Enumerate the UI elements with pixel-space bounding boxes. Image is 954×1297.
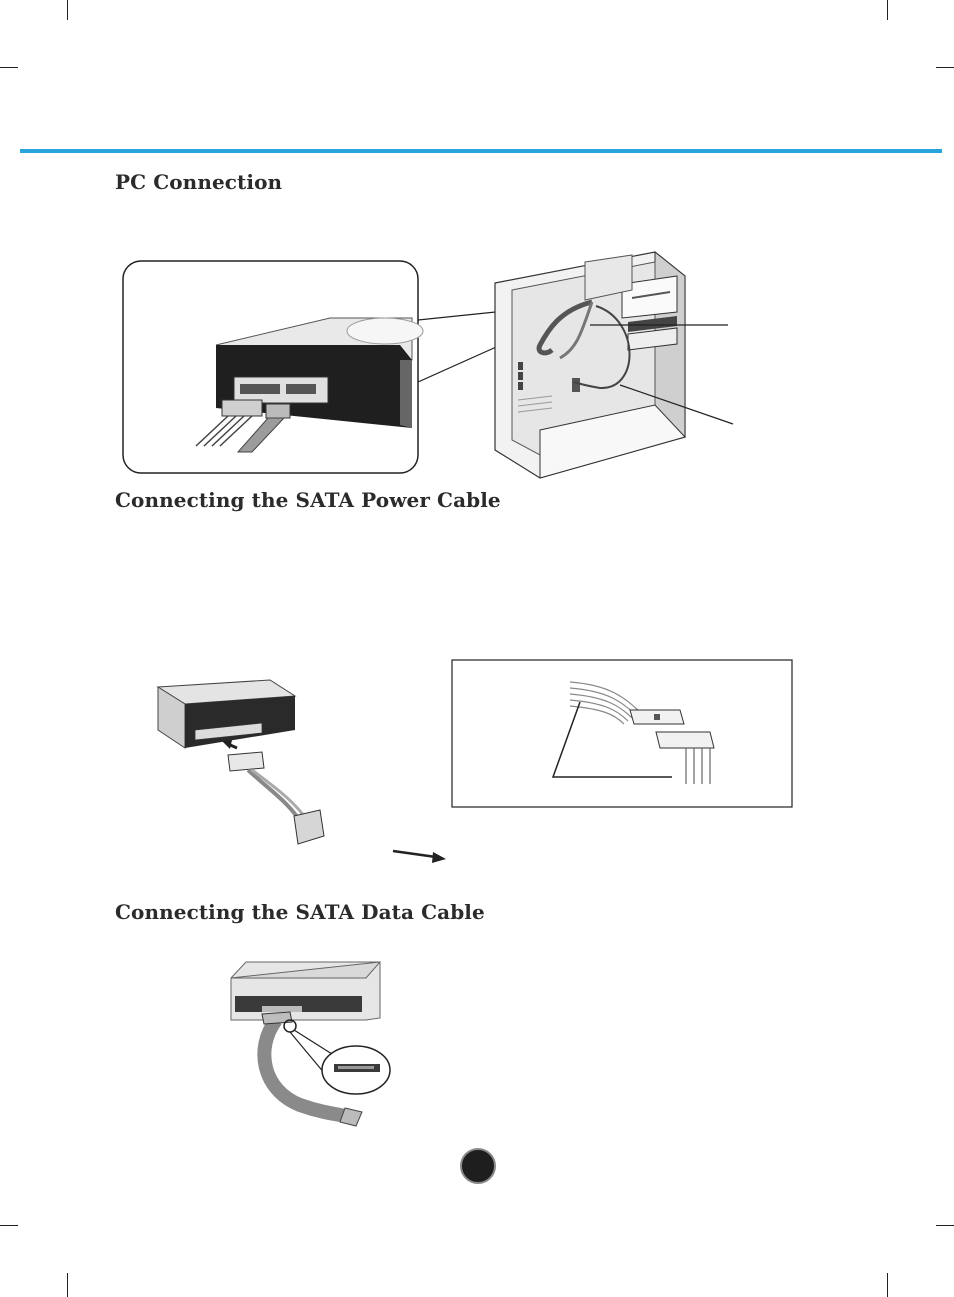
label-leader-line xyxy=(619,384,734,425)
sata-data-figure xyxy=(230,961,391,1127)
drive-closeup-illustration xyxy=(195,317,424,453)
sata-power-figure xyxy=(156,659,793,863)
drive-with-power-connector xyxy=(156,679,325,845)
crop-mark xyxy=(0,1225,18,1226)
section-title-sata-data: Connecting the SATA Data Cable xyxy=(115,900,485,924)
crop-mark xyxy=(887,1273,888,1297)
computer-case-illustration xyxy=(494,250,686,479)
power-adapter-detail xyxy=(551,681,715,784)
crop-mark xyxy=(887,0,888,20)
header-rule xyxy=(20,149,942,153)
drive-with-data-cable xyxy=(230,961,391,1127)
section-title-pc-connection: PC Connection xyxy=(115,170,283,194)
section-title-sata-power: Connecting the SATA Power Cable xyxy=(115,488,501,512)
crop-mark xyxy=(0,67,18,68)
pc-connection-figure xyxy=(122,250,734,479)
crop-mark xyxy=(936,67,954,68)
crop-mark xyxy=(936,1225,954,1226)
page-number-badge xyxy=(460,1148,496,1184)
crop-mark xyxy=(67,0,68,20)
power-adapter-detail-box xyxy=(451,659,793,808)
crop-mark xyxy=(67,1273,68,1297)
